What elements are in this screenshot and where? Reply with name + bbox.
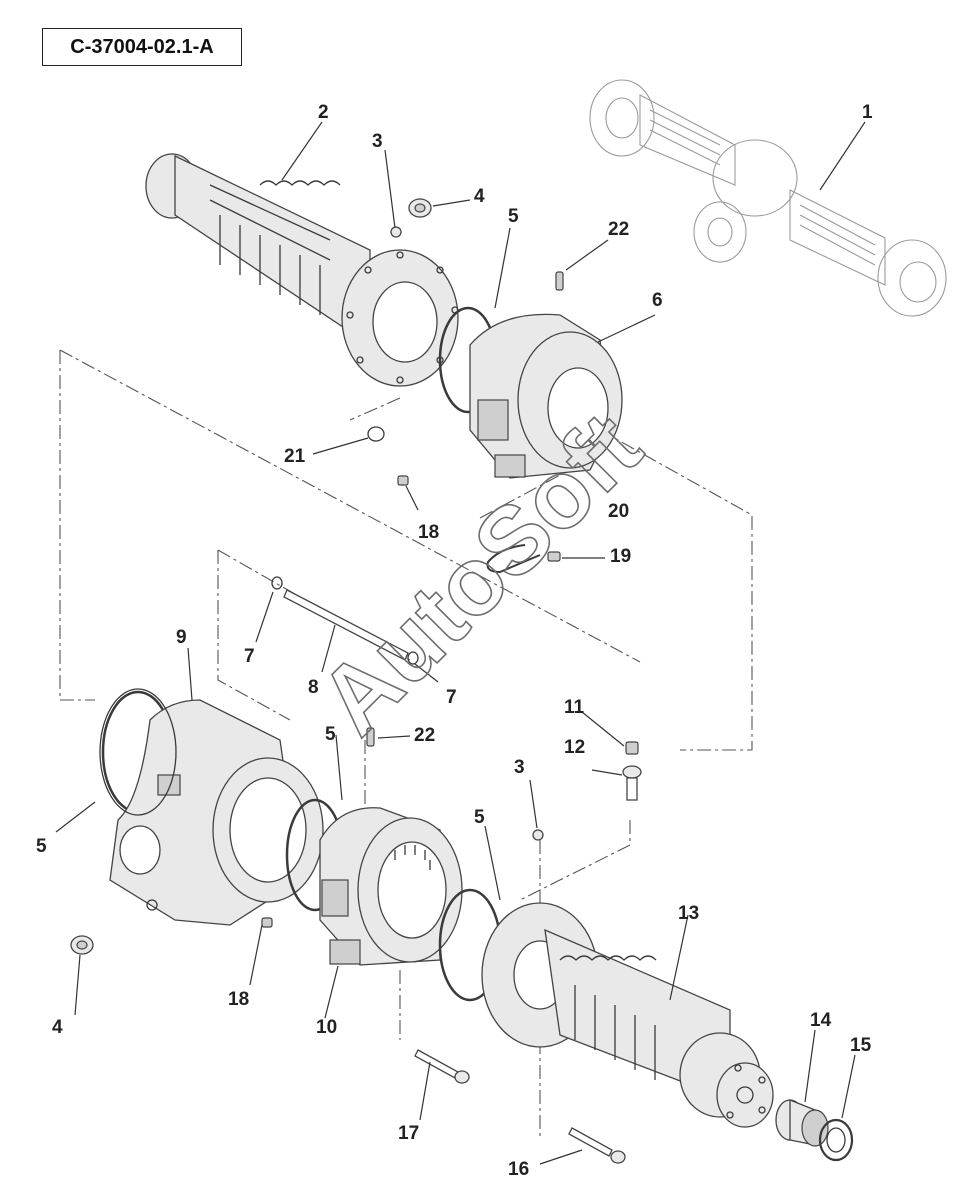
callout-2: 2: [318, 102, 329, 123]
callout-21: 21: [284, 446, 306, 467]
callout-17: 17: [398, 1123, 419, 1144]
callout-13: 13: [678, 903, 699, 924]
breather-3: [390, 226, 402, 238]
callout-20: 20: [608, 501, 629, 522]
callout-22-lower: 22: [414, 725, 435, 746]
callout-11: 11: [564, 697, 585, 718]
tube-8: [283, 589, 409, 661]
carrier-10: [319, 807, 463, 966]
bolt-18-lower: [261, 917, 273, 928]
callout-1: 1: [862, 102, 873, 123]
callout-5-mid: 5: [325, 724, 336, 745]
callout-7-right: 7: [446, 687, 457, 708]
o-ring-5-left: [99, 688, 177, 816]
axle-housing-lower: [481, 902, 774, 1128]
bolt-18-upper: [397, 475, 409, 486]
callout-4-lower: 4: [52, 1017, 63, 1038]
o-ring-7-left: [271, 576, 283, 590]
callout-6: 6: [652, 290, 663, 311]
bushing-14: [775, 1099, 829, 1147]
callout-16: 16: [508, 1159, 529, 1180]
callout-9: 9: [176, 627, 187, 648]
banjo-19: [547, 551, 561, 562]
diagram-code-label: C-37004-02.1-A: [42, 28, 242, 66]
callout-18-lower: 18: [228, 989, 249, 1010]
callout-7-left: 7: [244, 646, 255, 667]
differential-carrier-6: [469, 313, 623, 479]
callout-19: 19: [610, 546, 631, 567]
callout-22-upper: 22: [608, 219, 629, 240]
axle-assembly-illustration: [589, 79, 947, 317]
callout-18-upper: 18: [418, 522, 439, 543]
callout-3-upper: 3: [372, 131, 383, 152]
o-ring-21: [367, 426, 385, 442]
callout-10: 10: [316, 1017, 337, 1038]
leader-lines: [55, 121, 866, 1165]
fitting-11: [625, 741, 639, 755]
callout-15: 15: [850, 1035, 872, 1056]
fitting-22-lower: [366, 727, 375, 747]
breather-3-lower: [532, 829, 544, 841]
callout-14: 14: [810, 1010, 832, 1031]
callout-5-upper: 5: [508, 206, 519, 227]
bolt-16: [568, 1127, 626, 1164]
callout-5-right: 5: [474, 807, 485, 828]
callout-4-upper: 4: [474, 186, 485, 207]
bolt-17: [414, 1049, 470, 1084]
washer-15: [818, 1118, 854, 1162]
plug-4: [408, 198, 432, 218]
watermark: AutoSoft: [299, 393, 661, 755]
callout-5-left: 5: [36, 836, 47, 857]
callout-3-lower: 3: [514, 757, 525, 778]
callout-12: 12: [564, 737, 585, 758]
axle-housing-upper: [145, 153, 459, 387]
differential-housing-9: [101, 690, 324, 926]
banjo-bolt-12: [622, 765, 642, 801]
o-ring-7-right: [407, 651, 419, 665]
callout-8: 8: [308, 677, 319, 698]
plug-4-lower: [70, 935, 94, 955]
callouts: 1 2 3 4 5 22 6 21 18 20 19 7 8 7 9 5 22 …: [36, 102, 873, 1180]
fitting-22-upper: [555, 271, 564, 291]
pipe-20: [486, 544, 541, 574]
